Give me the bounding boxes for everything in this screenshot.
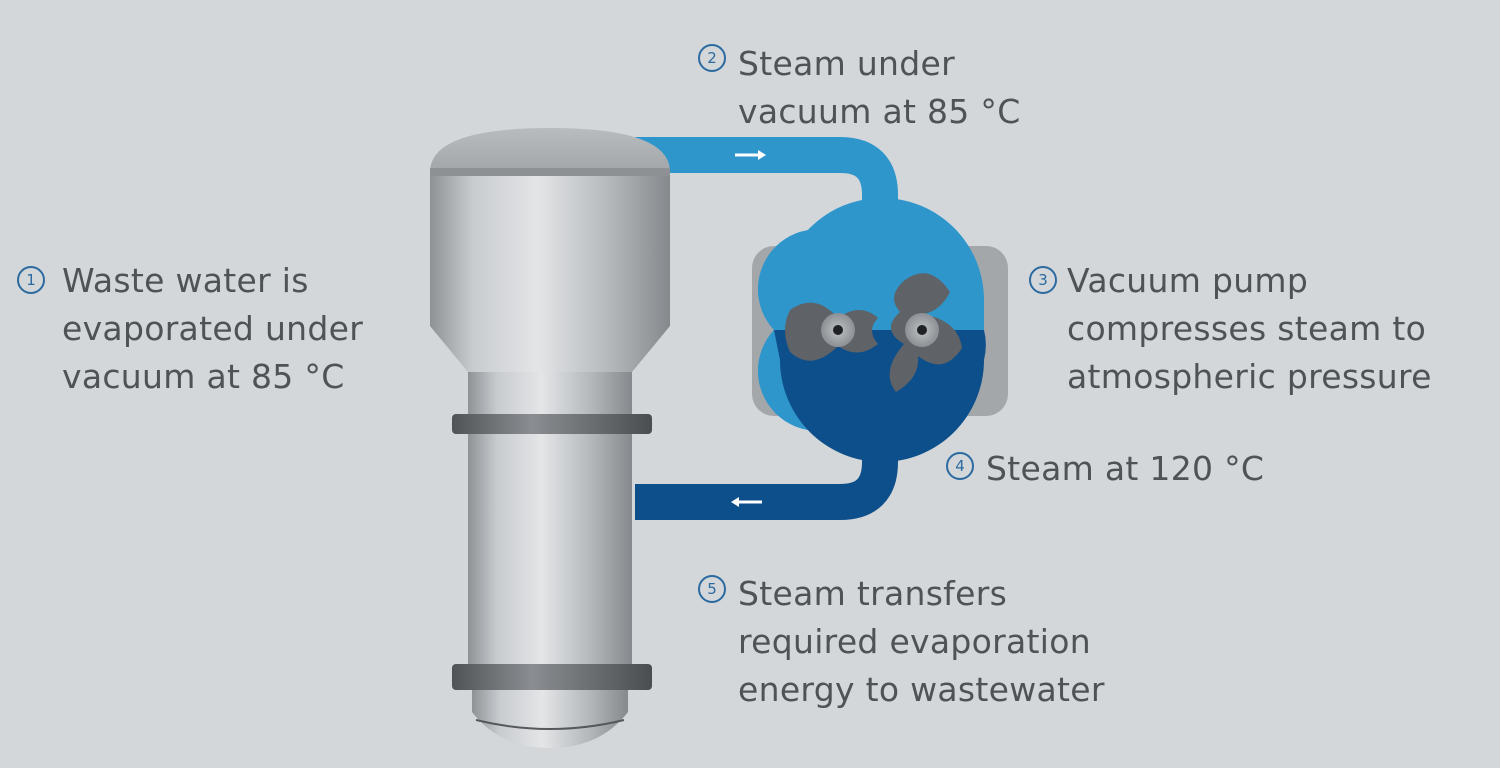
flow-arrow-right-icon (758, 150, 766, 160)
callout-line: Steam under (738, 44, 955, 83)
callout-line: evaporated under (62, 309, 364, 348)
callout-line: energy to wastewater (738, 670, 1105, 709)
callout-line: Waste water is (62, 261, 309, 300)
callout-line: vacuum at 85 °C (738, 92, 1021, 131)
callout-line: atmospheric pressure (1067, 357, 1432, 396)
callout-line: Vacuum pump (1067, 261, 1309, 300)
callout-line: Steam transfers (738, 574, 1008, 613)
callout-waste-water: Waste water is evaporated under vacuum a… (62, 257, 363, 401)
step-number-badge: 2 (698, 44, 726, 72)
callout-line: compresses steam to (1067, 309, 1427, 348)
callout-vacuum-pump: Vacuum pump compresses steam to atmosphe… (1067, 257, 1432, 401)
step-number-badge: 4 (946, 452, 974, 480)
step-number-badge: 1 (17, 266, 45, 294)
callout-line: required evaporation (738, 622, 1091, 661)
vacuum-pump (752, 198, 1008, 462)
callout-steam-under-vacuum: Steam under vacuum at 85 °C (738, 40, 1021, 136)
callout-steam-transfers: Steam transfers required evaporation ene… (738, 570, 1105, 714)
callout-line: Steam at 120 °C (986, 449, 1265, 488)
step-number-badge: 5 (698, 575, 726, 603)
callout-line: vacuum at 85 °C (62, 357, 345, 396)
step-number-badge: 3 (1029, 266, 1057, 294)
evaporator-vessel (430, 128, 670, 748)
flow-arrow-left-icon (731, 497, 739, 507)
callout-steam-120: Steam at 120 °C (986, 445, 1264, 493)
